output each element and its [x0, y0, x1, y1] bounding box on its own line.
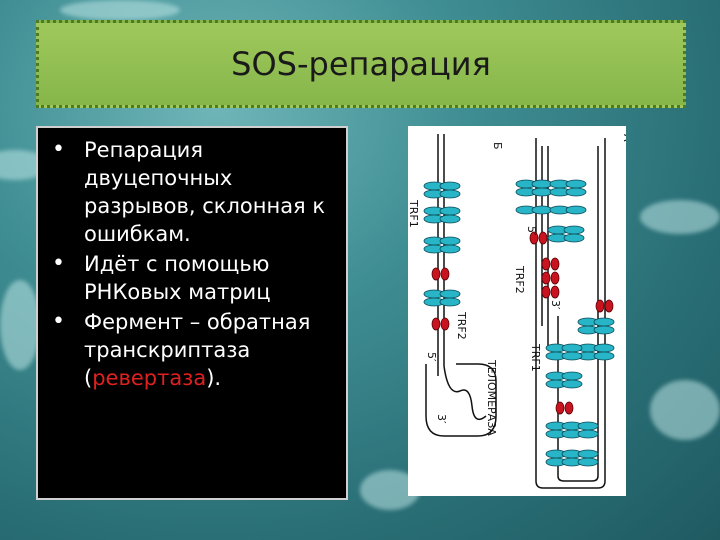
trf1-protein — [565, 187, 587, 197]
trf1-protein — [561, 343, 583, 353]
trf1-protein — [439, 206, 461, 216]
t-loop-outer — [535, 138, 606, 489]
bullet-item: • Репарация двуцепочных разрывов, склонн… — [50, 136, 336, 248]
trf2-protein — [538, 231, 548, 245]
trf1-protein — [593, 343, 615, 353]
trf2-protein — [550, 271, 560, 285]
three-prime-label-right: 3′ — [549, 300, 562, 310]
bullet-text-highlight: ревертаза — [92, 366, 207, 390]
trf2-protein — [550, 285, 560, 299]
background-bacterium — [650, 380, 720, 440]
trf1-proteins-right — [515, 179, 615, 467]
bullet-text: Идёт с помощью РНКовых матриц — [84, 252, 271, 304]
bullet-item: • Идёт с помощью РНКовых матриц — [50, 250, 336, 306]
t-loop-inner — [557, 146, 599, 482]
trf1-protein — [561, 379, 583, 389]
bullet-panel: • Репарация двуцепочных разрывов, склонн… — [36, 126, 348, 500]
background-bacterium — [60, 0, 180, 20]
trf1-protein — [561, 351, 583, 361]
rna-template-strand — [443, 365, 487, 421]
trf1-label-left: TRF1 — [408, 199, 420, 228]
trf1-protein — [577, 429, 599, 439]
telomere-diagram: Б А TRF1 TRF2 5′ 3′ ТЕЛОМЕРАЗА 5′ TRF2 3… — [408, 134, 626, 489]
trf2-label-left: TRF2 — [455, 311, 468, 340]
trf1-protein — [531, 205, 553, 215]
bullet-text: Репарация двуцепочных разрывов, склонная… — [84, 138, 326, 246]
trf1-protein — [439, 181, 461, 191]
trf2-protein — [440, 267, 450, 281]
trf1-protein — [531, 179, 553, 189]
title-bar: SOS-репарация — [36, 20, 686, 108]
trf1-protein — [577, 421, 599, 431]
bullet-list: • Репарация двуцепочных разрывов, склонн… — [50, 136, 336, 392]
three-prime-label-left: 3′ — [435, 414, 448, 424]
trf1-protein — [439, 244, 461, 254]
trf2-protein — [550, 257, 560, 271]
trf1-protein — [439, 214, 461, 224]
trf2-protein — [595, 299, 605, 313]
trf1-protein — [563, 225, 585, 235]
trf1-protein — [439, 236, 461, 246]
telomere-figure: Б А TRF1 TRF2 5′ 3′ ТЕЛОМЕРАЗА 5′ TRF2 3… — [408, 126, 626, 496]
slide-title: SOS-репарация — [231, 45, 491, 83]
trf1-protein — [593, 325, 615, 335]
trf2-protein — [564, 401, 574, 415]
trf2-proteins-left — [431, 267, 450, 331]
bullet-text-post: ). — [206, 366, 222, 390]
trf1-label-right: TRF1 — [529, 343, 542, 372]
trf2-protein — [440, 317, 450, 331]
panel-label-b: Б — [491, 142, 504, 150]
trf1-protein — [439, 189, 461, 199]
telomerase-label: ТЕЛОМЕРАЗА — [485, 359, 498, 436]
trf1-protein — [439, 289, 461, 299]
bullet-text-pre: Фермент – обратная транскриптаза ( — [84, 310, 311, 390]
trf2-protein — [431, 317, 441, 331]
bullet-item: • Фермент – обратная транскриптаза (реве… — [50, 308, 336, 392]
trf2-protein — [555, 401, 565, 415]
trf2-protein — [431, 267, 441, 281]
trf2-protein — [604, 299, 614, 313]
trf1-protein — [565, 205, 587, 215]
five-prime-label-right: 5′ — [525, 226, 538, 236]
telomerase-outline — [425, 363, 497, 437]
trf2-protein — [541, 285, 551, 299]
bullet-marker: • — [52, 251, 65, 276]
trf1-proteins-left — [423, 181, 461, 307]
panel-label-a: А — [621, 134, 626, 142]
trf1-protein — [565, 179, 587, 189]
background-bacterium — [0, 280, 40, 370]
trf1-protein — [531, 187, 553, 197]
trf2-protein — [529, 231, 539, 245]
trf1-protein — [439, 297, 461, 307]
five-prime-label-left: 5′ — [425, 352, 438, 362]
trf1-protein — [593, 351, 615, 361]
bullet-marker: • — [52, 309, 65, 334]
trf2-proteins-right — [529, 231, 614, 415]
trf2-protein — [541, 271, 551, 285]
trf1-protein — [561, 371, 583, 381]
trf1-protein — [593, 317, 615, 327]
trf2-protein — [541, 257, 551, 271]
background-bacterium — [640, 200, 720, 234]
trf1-protein — [563, 233, 585, 243]
trf1-protein — [577, 449, 599, 459]
trf2-label-right: TRF2 — [513, 265, 526, 294]
trf1-protein — [577, 457, 599, 467]
bullet-marker: • — [52, 137, 65, 162]
